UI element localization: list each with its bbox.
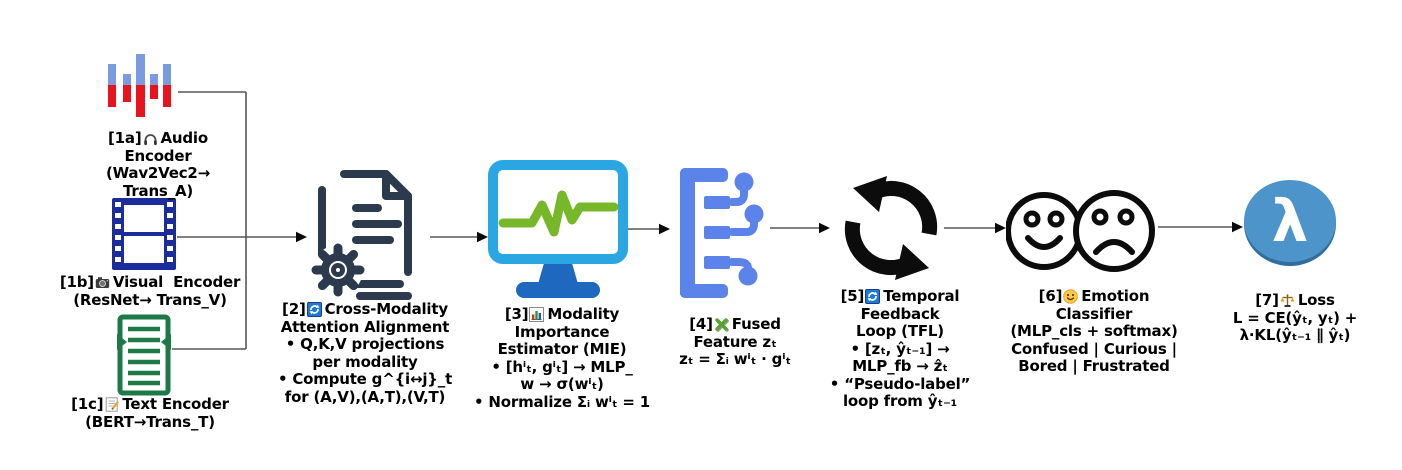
label-line: • [hⁱₜ, gⁱₜ] → MLP_ [491,357,633,376]
node-title: Temporal [883,287,960,305]
node-index: [3] [504,305,529,323]
arrowhead-icon [819,222,830,234]
label-line: • Q,K,V projections [285,335,445,353]
lambda-icon: λ [1244,180,1336,266]
node-title: Modality [547,305,620,323]
arrowhead-icon [659,223,670,235]
node-index: [1b] [59,273,94,291]
label-line: [7] Loss [1205,291,1385,310]
monitor-pulse-icon [488,160,628,298]
label-line: [1a] Audio [58,129,258,148]
smiley-icon [1063,289,1079,305]
label-line: [1c] Text Encoder [40,395,260,414]
label-line: (BERT→Trans_T) [85,412,215,431]
text-document-icon [117,314,171,396]
visual-encoder-label: [1b] Visual Encoder (ResNet→ Trans_V) [40,273,260,309]
node-index: [1a] [108,129,142,147]
label-line: loop from ŷₜ₋₁ [842,392,958,410]
label-line: (ResNet→ Trans_V) [73,290,227,309]
audio-waveform-icon [108,54,171,117]
bar-chart-icon [529,307,545,323]
text-encoder-label: [1c] Text Encoder (BERT→Trans_T) [40,395,260,431]
node-title: Text Encoder [122,395,229,413]
arrowhead-icon [1232,221,1243,233]
encoder-junction-line [172,91,247,350]
headphones-icon [143,131,158,146]
label-line: λ·KL(ŷₜ₋₁ ∥ ŷₜ) [1239,326,1351,344]
label-line: Loop (TFL) [856,322,944,340]
node-title: Audio [160,129,209,147]
label-line: • Normalize Σᵢ wⁱₜ = 1 [474,392,650,411]
camera-icon [95,275,110,290]
label-line: • “Pseudo-label” [829,374,971,393]
label-line: Bored | Frustrated [1018,357,1170,375]
node-index: [6] [1038,287,1063,305]
label-line: for (A,V),(A,T),(V,T) [284,387,446,406]
label-line: • [zₜ, ŷₜ₋₁] → [850,339,950,358]
node-title: Cross-Modality [324,300,449,318]
node-index: [4] [689,315,713,333]
label-line: (MLP_cls + softmax) [1010,322,1178,340]
label-line: Importance [514,322,610,341]
document-gear-icon [311,170,412,300]
label-line: per modality [312,352,418,371]
node-title: Visual Encoder [112,273,241,291]
node-index: [7] [1255,291,1279,309]
memo-icon [104,397,119,412]
label-line: Feature zₜ [693,332,777,351]
loop-arrows-icon [844,176,938,280]
scales-icon [1280,293,1295,308]
label-line: Trans_A) [122,181,194,200]
audio-encoder-label: [1a] Audio Encoder(Wav2Vec2→Trans_A) [58,129,258,200]
lambda-glyph: λ [1272,187,1309,255]
fused-feature-icon [680,168,764,298]
label-line: (Wav2Vec2→ [105,164,211,182]
loss-label: [7] Loss L = CE(ŷₜ, yₜ) +λ·KL(ŷₜ₋₁ ∥ ŷₜ) [1205,291,1385,345]
node-index: [2] [282,300,306,318]
label-line: Feedback [860,304,940,323]
arrowhead-icon [995,222,1006,234]
label-line: [1b] Visual Encoder [40,273,260,292]
label-line: [5] Temporal [815,287,985,306]
node-title: Fused [731,315,781,333]
label-line: • Compute g^{i↔j}_t [277,370,453,388]
cross-modality-label: [2] Cross-Modality Attention Alignment• Q… [240,300,490,406]
label-line: [6] Emotion [978,287,1210,306]
node-title: Loss [1297,291,1335,309]
node-index: [5] [840,287,865,305]
label-line: L = CE(ŷₜ, yₜ) + [1232,308,1358,327]
label-line: Classifier [1055,304,1133,323]
happy-sad-faces-icon [1006,190,1155,272]
label-line: zₜ = Σᵢ wⁱₜ · gⁱₜ [679,350,791,368]
emotion-classifier-label: [6] Emotion Classifier(MLP_cls + softmax)… [978,287,1210,376]
label-line: Estimator (MIE) [497,340,627,358]
green-cross-icon [714,317,729,333]
node-title: Emotion [1081,287,1150,305]
arrowhead-icon [296,231,307,243]
sync-icon [865,289,881,305]
label-line: MLP_fb → ẑₜ [852,357,948,375]
node-index: [1c] [71,395,104,413]
label-line: Confused | Curious | [1011,339,1177,358]
label-line: [2] Cross-Modality [240,300,490,319]
label-line: Attention Alignment [280,317,450,336]
film-strip-icon [112,198,176,270]
label-line: w → σ(wⁱₜ) [520,375,604,393]
label-line: [3] Modality [448,305,676,324]
arrowhead-icon [477,231,488,243]
sync-icon [306,302,322,318]
label-line: [4] Fused [645,315,825,334]
label-line: Encoder [124,146,192,165]
